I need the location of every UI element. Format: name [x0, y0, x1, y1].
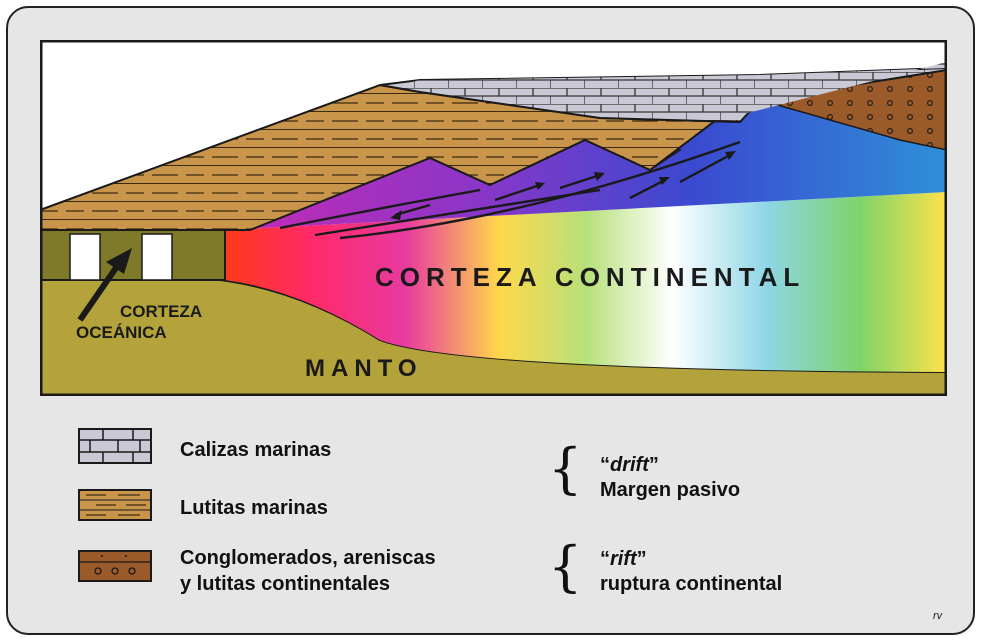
drift-brace: { — [548, 437, 583, 500]
oceanic-crust-label-line2: OCEÁNICA — [76, 323, 167, 342]
continental-crust-upper — [225, 102, 947, 230]
oceanic-crust — [40, 229, 226, 281]
legend-conglomerate-label-line2: y lutitas continentales — [180, 573, 391, 595]
limestone-icon — [78, 428, 152, 464]
drift-description: Margen pasivo — [600, 479, 741, 501]
rift-brace: { — [548, 535, 583, 598]
drift-term-text: drift — [610, 454, 649, 476]
continental-crust-label: CORTEZA CONTINENTAL — [375, 262, 806, 292]
rift-term-text: rift — [610, 548, 637, 570]
rift-term: “rift” — [600, 548, 647, 570]
diagram-frame — [40, 40, 947, 396]
legend-conglomerate-label-line1: Conglomerados, areniscas — [180, 547, 436, 569]
author-signature: rv — [933, 610, 943, 622]
shale-icon — [78, 489, 152, 521]
conglomerate-icon — [78, 550, 152, 582]
cross-section-diagram — [40, 40, 947, 396]
legend-limestone-label: Calizas marinas — [180, 439, 332, 461]
rift-description: ruptura continental — [600, 573, 783, 595]
normal-fault-arrows — [279, 140, 741, 240]
mantle-label: MANTO — [305, 355, 423, 382]
continental-crust — [225, 192, 947, 372]
oceanic-crust-label-line1: CORTEZA — [120, 302, 203, 321]
drift-term: “drift” — [600, 454, 659, 476]
legend-shale-label: Lutitas marinas — [180, 497, 328, 519]
